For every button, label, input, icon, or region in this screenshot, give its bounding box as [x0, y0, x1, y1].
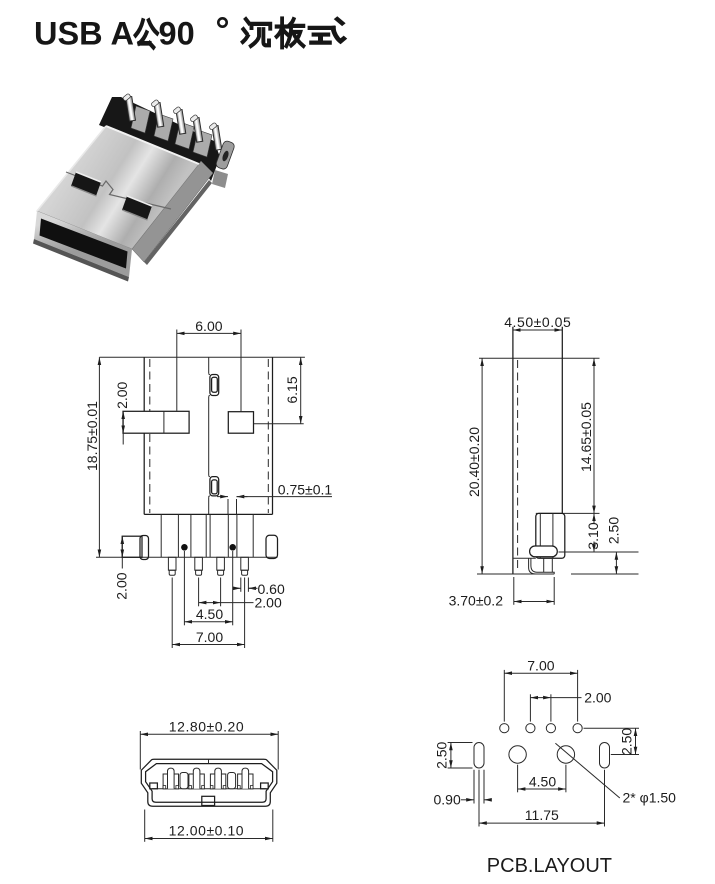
svg-text:2.50: 2.50: [606, 517, 622, 544]
svg-text:0.75±0.1: 0.75±0.1: [278, 481, 333, 497]
svg-text:2.00: 2.00: [255, 595, 282, 611]
svg-text:6.15: 6.15: [284, 376, 300, 403]
svg-text:2.00: 2.00: [113, 572, 129, 599]
svg-text:PCB.LAYOUT: PCB.LAYOUT: [487, 855, 612, 877]
svg-text:2.00: 2.00: [114, 381, 130, 408]
svg-text:12.80±0.20: 12.80±0.20: [169, 718, 244, 734]
svg-text:18.75±0.01: 18.75±0.01: [84, 401, 100, 471]
svg-text:4.50: 4.50: [196, 606, 223, 622]
svg-text:11.75: 11.75: [525, 807, 559, 823]
svg-text:4.50: 4.50: [529, 773, 556, 789]
svg-text:20.40±0.20: 20.40±0.20: [466, 427, 482, 497]
svg-text:2.50: 2.50: [434, 741, 450, 768]
svg-text:2* φ1.50: 2* φ1.50: [623, 790, 677, 806]
svg-text:0.60: 0.60: [258, 581, 285, 597]
svg-text:0.90: 0.90: [434, 792, 461, 808]
svg-text:7.00: 7.00: [196, 629, 223, 645]
svg-text:2.00: 2.00: [584, 690, 611, 706]
svg-text:12.00±0.10: 12.00±0.10: [169, 823, 244, 839]
svg-text:2.50: 2.50: [619, 728, 635, 755]
svg-text:3.70±0.2: 3.70±0.2: [449, 593, 504, 609]
svg-text:7.00: 7.00: [527, 658, 554, 674]
svg-text:4.50±0.05: 4.50±0.05: [504, 314, 571, 330]
svg-text:3.10: 3.10: [585, 522, 601, 549]
svg-text:6.00: 6.00: [195, 318, 222, 334]
svg-text:90: 90: [159, 16, 195, 52]
svg-text:USB A: USB A: [34, 16, 134, 52]
svg-text:14.65±0.05: 14.65±0.05: [578, 402, 594, 472]
